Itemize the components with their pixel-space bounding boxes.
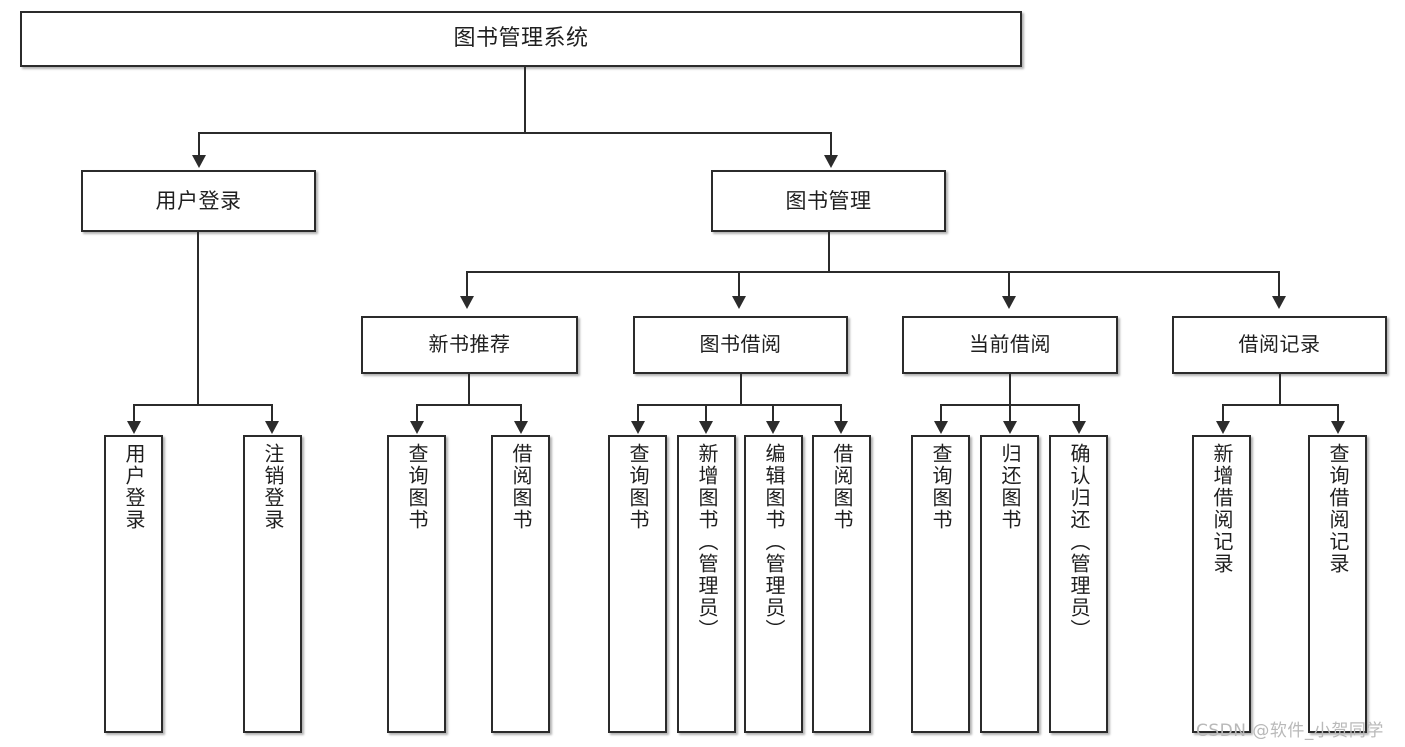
edge-nbr-drop-1: [416, 404, 418, 423]
leaf-borrow-book-1[interactable]: 借阅图书: [491, 435, 550, 733]
edge-bb-stem: [740, 374, 742, 406]
leaf-logout-login[interactable]: 注销登录: [243, 435, 302, 733]
arrow-to-leaf-add-record: [1216, 421, 1230, 434]
edge-user-login-drop-1: [133, 404, 135, 423]
arrow-to-leaf-borrow-book-2: [834, 421, 848, 434]
arrow-to-current-borrow: [1002, 296, 1016, 309]
node-label: 借阅图书: [830, 443, 854, 531]
arrow-to-leaf-logout-login: [265, 421, 279, 434]
arrow-to-leaf-user-login: [127, 421, 141, 434]
edge-user-login-bus: [133, 404, 273, 406]
leaf-query-book-1[interactable]: 查询图书: [387, 435, 446, 733]
arrow-to-borrow-record: [1272, 296, 1286, 309]
edge-bb-drop-4: [840, 404, 842, 423]
node-label: 用户登录: [155, 188, 242, 213]
node-label: 查询图书: [929, 443, 953, 531]
edge-br-stem: [1279, 374, 1281, 406]
node-label: 新增图书（管理员）: [695, 443, 719, 641]
node-book-borrow[interactable]: 图书借阅: [633, 316, 848, 374]
node-label: 查询图书: [405, 443, 429, 531]
leaf-borrow-book-2[interactable]: 借阅图书: [812, 435, 871, 733]
edge-level3-drop-2: [738, 271, 740, 298]
edge-bb-drop-1: [637, 404, 639, 423]
edge-level2-drop-right: [830, 132, 832, 157]
arrow-to-leaf-edit-book: [766, 421, 780, 434]
node-book-manage[interactable]: 图书管理: [711, 170, 946, 232]
edge-cb-drop-1: [940, 404, 942, 423]
leaf-query-book-3[interactable]: 查询图书: [911, 435, 970, 733]
node-current-borrow[interactable]: 当前借阅: [902, 316, 1118, 374]
edge-bb-bus: [637, 404, 842, 406]
edge-nbr-stem: [468, 374, 470, 406]
node-label: 查询图书: [626, 443, 650, 531]
edge-level3-bus: [466, 271, 1280, 273]
node-label: 注销登录: [261, 443, 285, 531]
node-root-system[interactable]: 图书管理系统: [20, 11, 1022, 67]
arrow-to-user-login: [192, 155, 206, 168]
edge-br-drop-2: [1337, 404, 1339, 423]
edge-book-manage-stem: [828, 232, 830, 273]
arrow-to-leaf-query-record: [1331, 421, 1345, 434]
leaf-add-book[interactable]: 新增图书（管理员）: [677, 435, 736, 733]
edge-user-login-stem: [197, 232, 199, 406]
leaf-confirm-return[interactable]: 确认归还（管理员）: [1049, 435, 1108, 733]
edge-br-bus: [1222, 404, 1339, 406]
edge-nbr-drop-2: [520, 404, 522, 423]
node-label: 归还图书: [998, 443, 1022, 531]
node-label: 确认归还（管理员）: [1067, 443, 1091, 641]
leaf-edit-book[interactable]: 编辑图书（管理员）: [744, 435, 803, 733]
node-label: 新书推荐: [428, 332, 511, 357]
arrow-to-new-book-recommend: [460, 296, 474, 309]
arrow-to-leaf-query-book-3: [934, 421, 948, 434]
node-label: 借阅记录: [1238, 332, 1321, 357]
arrow-to-leaf-query-book-2: [631, 421, 645, 434]
node-label: 借阅图书: [509, 443, 533, 531]
leaf-return-book[interactable]: 归还图书: [980, 435, 1039, 733]
leaf-add-record[interactable]: 新增借阅记录: [1192, 435, 1251, 733]
edge-level2-bus: [198, 132, 832, 134]
edge-bb-drop-3: [772, 404, 774, 423]
edge-cb-drop-2: [1009, 404, 1011, 423]
node-new-book-recommend[interactable]: 新书推荐: [361, 316, 578, 374]
node-label: 用户登录: [122, 443, 146, 531]
arrow-to-book-manage: [824, 155, 838, 168]
edge-level3-drop-3: [1008, 271, 1010, 298]
node-label: 查询借阅记录: [1326, 443, 1350, 575]
edge-user-login-drop-2: [271, 404, 273, 423]
node-label: 图书管理: [785, 188, 872, 213]
arrow-to-leaf-borrow-book-1: [514, 421, 528, 434]
edge-cb-drop-3: [1078, 404, 1080, 423]
edge-root-stem: [524, 67, 526, 133]
node-label: 图书借阅: [699, 332, 782, 357]
arrow-to-book-borrow: [732, 296, 746, 309]
edge-br-drop-1: [1222, 404, 1224, 423]
node-label: 图书管理系统: [453, 26, 589, 52]
leaf-query-book-2[interactable]: 查询图书: [608, 435, 667, 733]
edge-nbr-bus: [416, 404, 522, 406]
edge-level3-drop-4: [1278, 271, 1280, 298]
node-borrow-record[interactable]: 借阅记录: [1172, 316, 1387, 374]
leaf-user-login[interactable]: 用户登录: [104, 435, 163, 733]
node-user-login[interactable]: 用户登录: [81, 170, 316, 232]
arrow-to-leaf-confirm-return: [1072, 421, 1086, 434]
edge-bb-drop-2: [705, 404, 707, 423]
arrow-to-leaf-add-book: [699, 421, 713, 434]
node-label: 当前借阅: [969, 332, 1051, 357]
node-label: 新增借阅记录: [1210, 443, 1234, 575]
node-label: 编辑图书（管理员）: [762, 443, 786, 641]
arrow-to-leaf-return-book: [1003, 421, 1017, 434]
arrow-to-leaf-query-book-1: [410, 421, 424, 434]
edge-level2-drop-left: [198, 132, 200, 157]
edge-cb-stem: [1009, 374, 1011, 406]
leaf-query-record[interactable]: 查询借阅记录: [1308, 435, 1367, 733]
edge-level3-drop-1: [466, 271, 468, 298]
